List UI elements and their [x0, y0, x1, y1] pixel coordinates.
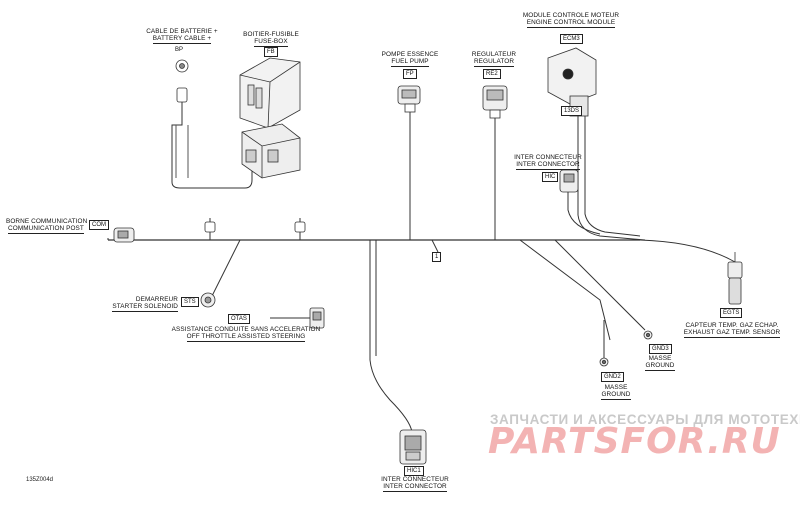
inter-connector-top-label: INTER CONNECTEUR INTER CONNECTOR — [514, 154, 582, 170]
regulator-tag: RE2 — [483, 69, 501, 79]
watermark-logo: PARTSFOR.RU — [488, 421, 781, 462]
fuse-box-tag: FB — [264, 47, 278, 57]
gnd2-tag: GND2 — [601, 372, 624, 382]
egts-sensor-icon — [727, 252, 743, 305]
fuel-pump-tag: FP — [403, 69, 417, 79]
gnd3-tag: GND3 — [649, 344, 672, 354]
comm-post-connector-icon — [113, 227, 135, 243]
egts-tag: EGTS — [720, 308, 743, 318]
gnd2-label: MASSE GROUND — [601, 384, 631, 400]
regulator-label: REGULATEUR REGULATOR — [471, 51, 517, 67]
hic-connector-icon — [559, 169, 579, 193]
battery-connector-icon — [176, 87, 188, 103]
gnd-wire-a — [519, 239, 611, 341]
battery-wire — [171, 102, 253, 189]
ecm-tag: ECM3 — [560, 34, 583, 44]
gnd2-terminal-icon — [599, 357, 609, 367]
fusebox-branch-connector-icon — [204, 221, 216, 233]
gnd3-terminal-icon — [643, 330, 653, 340]
ecm-wire-2 — [584, 115, 641, 237]
otas-tag: OTAS — [228, 314, 250, 324]
ecm-tag-2: 13DS — [561, 106, 583, 116]
gnd-wire-b — [554, 239, 646, 331]
inter-connector-bottom-label: INTER CONNECTEUR INTER CONNECTOR — [381, 476, 449, 492]
watermark-subtitle: ЗАПЧАСТИ И АКСЕССУАРЫ ДЛЯ МОТОТЕХНИКИ — [490, 412, 800, 427]
fuel-pump-label: POMPE ESSENCE FUEL PUMP — [381, 51, 439, 67]
regulator-connector-icon — [482, 85, 508, 119]
inter-connector-top-tag: HIC — [542, 172, 559, 182]
comm-post-label: BORNE COMMUNICATION COMMUNICATION POST — [6, 218, 88, 234]
hic1-connector-icon — [399, 429, 427, 465]
battery-cable-tube — [175, 125, 189, 178]
ref-pointer — [431, 239, 439, 253]
starter-solenoid-icon — [200, 292, 216, 308]
fusebox-branch-connector-icon-2 — [294, 221, 306, 233]
drawing-code: 135Z004d — [26, 477, 54, 483]
starter-label: DEMARREUR STARTER SOLENOID — [112, 296, 178, 312]
hic-wire — [567, 190, 601, 235]
inter-connector-bottom-tag: HIC1 — [404, 466, 424, 476]
trunk-right-segment — [639, 239, 736, 263]
gnd3-label: MASSE GROUND — [645, 355, 675, 371]
battery-cable-tag: BP — [173, 46, 186, 54]
starter-tag: STS — [181, 297, 199, 307]
starter-wire — [211, 239, 241, 297]
ecm-label: MODULE CONTROLE MOTEUR ENGINE CONTROL MO… — [522, 12, 620, 28]
otas-label: ASSISTANCE CONDUITE SANS ACCELERATION OF… — [171, 326, 321, 342]
egts-label: CAPTEUR TEMP. GAZ ECHAP. EXHAUST GAZ TEM… — [683, 322, 781, 338]
hic1-wire — [369, 240, 413, 433]
fuse-box-icon — [239, 57, 301, 179]
fuel-pump-connector-icon — [397, 85, 421, 113]
harness-ref-tag: 1 — [432, 252, 442, 262]
fuse-box-label: BOITIER-FUSIBLE FUSE-BOX — [243, 31, 299, 47]
battery-cable-label: CABLE DE BATTERIE + BATTERY CABLE + — [146, 28, 218, 44]
otas-connector-icon — [309, 307, 325, 329]
comm-post-tag: COM — [89, 220, 109, 230]
